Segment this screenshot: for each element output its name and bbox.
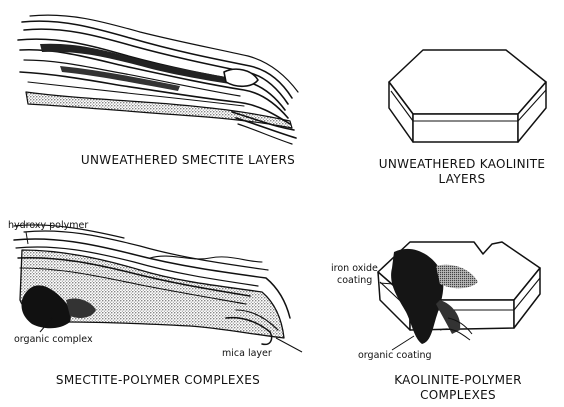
caption-line: UNWEATHERED KAOLINITE bbox=[358, 157, 564, 172]
kaolinite-polymer-drawing bbox=[378, 242, 540, 344]
label-organic-coating: organic coating bbox=[358, 350, 432, 361]
label-iron-oxide: iron oxide bbox=[331, 263, 378, 274]
caption-smectite-polymer: SMECTITE-POLYMER COMPLEXES bbox=[28, 373, 288, 388]
caption-kaolinite-polymer: KAOLINITE-POLYMER COMPLEXES bbox=[370, 373, 546, 403]
caption-unweathered-smectite: UNWEATHERED SMECTITE LAYERS bbox=[58, 153, 318, 168]
label-mica-layer: mica layer bbox=[222, 348, 272, 359]
caption-line: KAOLINITE-POLYMER bbox=[370, 373, 546, 388]
label-hydroxy-polymer: hydroxy polymer bbox=[8, 220, 88, 231]
smectite-layers-drawing bbox=[18, 15, 298, 144]
smectite-polymer-drawing bbox=[14, 225, 290, 344]
label-coating: coating bbox=[337, 275, 372, 286]
caption-line: COMPLEXES bbox=[370, 388, 546, 403]
label-organic-complex: organic complex bbox=[14, 334, 93, 345]
kaolinite-plate-drawing bbox=[389, 50, 546, 142]
caption-line: LAYERS bbox=[358, 172, 564, 187]
caption-unweathered-kaolinite: UNWEATHERED KAOLINITE LAYERS bbox=[358, 157, 564, 187]
